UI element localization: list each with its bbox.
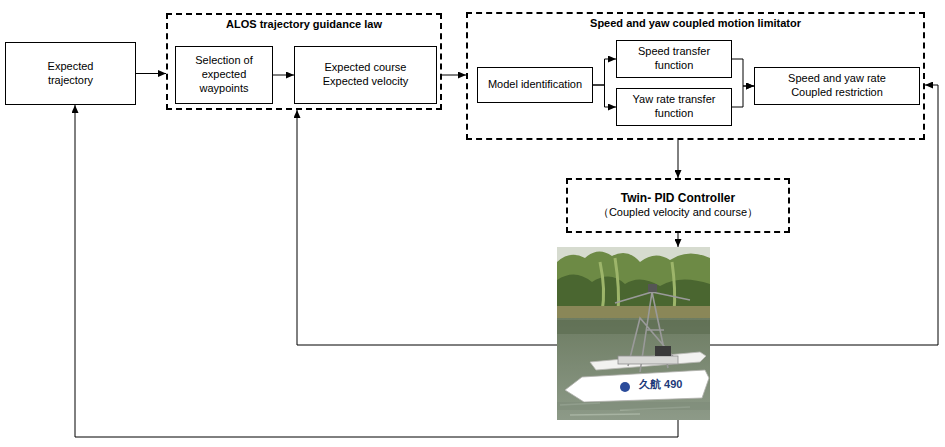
connector-arrow: [136, 73, 166, 74]
node-label: Twin- PID Controller: [621, 191, 735, 206]
connector-arrow: [593, 85, 616, 107]
process-box: Expected course Expected velocity: [294, 46, 437, 104]
connector-arrow: [732, 86, 754, 107]
node-label: 久航 490: [639, 378, 682, 391]
connector-arrow: [442, 75, 466, 76]
process-box: Speed transfer function: [616, 40, 732, 78]
connector-arrow: [593, 59, 616, 85]
guidance-group: ALOS trajectory guidance lawSelection of…: [166, 13, 442, 110]
process-box: Speed and yaw rate Coupled restriction: [754, 67, 920, 105]
connector-arrow: [75, 105, 678, 437]
node-label: （Coupled velocity and course）: [598, 206, 758, 220]
group-heading: ALOS trajectory guidance law: [226, 18, 382, 32]
node-label: Model identification: [488, 78, 582, 92]
connector-arrow: [732, 59, 754, 86]
limiter-group: Speed and yaw coupled motion limitatorMo…: [466, 12, 925, 140]
vessel-node: 久航 490: [557, 247, 710, 420]
node-label: Yaw rate transfer function: [624, 93, 724, 121]
connector-arrow: [678, 140, 679, 178]
process-box: Model identification: [477, 67, 593, 103]
controller-box: Twin- PID Controller（Coupled velocity an…: [566, 178, 790, 233]
photo-scene: [557, 247, 710, 420]
node-label: Speed transfer function: [624, 45, 724, 73]
process-box: Yaw rate transfer function: [616, 88, 732, 126]
node-label: Speed and yaw rate Coupled restriction: [781, 72, 893, 100]
connector-arrow: [297, 110, 557, 345]
group-heading: Speed and yaw coupled motion limitator: [590, 17, 801, 31]
connector-arrow: [273, 75, 294, 76]
node-label: Selection of expected waypoints: [180, 54, 268, 95]
connector-arrow: [678, 233, 679, 247]
process-box: Selection of expected waypoints: [175, 46, 273, 104]
node-label: Expected course Expected velocity: [316, 61, 416, 89]
node-label: Expected trajectory: [31, 60, 111, 88]
input-box: Expected trajectory: [5, 42, 136, 105]
